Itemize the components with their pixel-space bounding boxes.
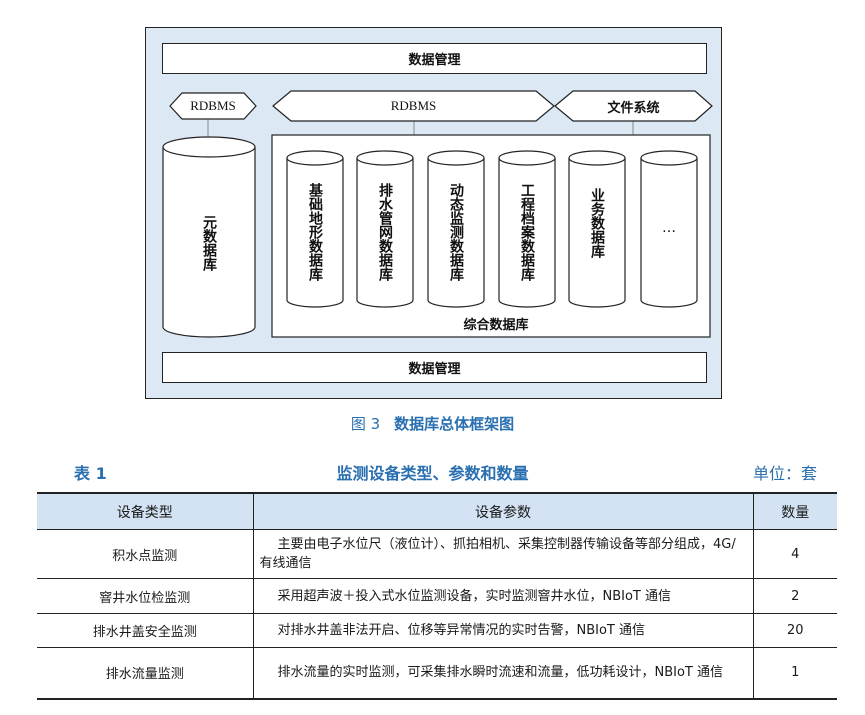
cell-quantity: 1 [752, 647, 837, 700]
db-label-engineering-archive: 工程档案数据库 [519, 183, 535, 281]
top-data-management-bar: 数据管理 [162, 43, 707, 74]
meta-db-label: 元数据库 [201, 215, 217, 271]
db-cylinder-6 [640, 150, 698, 308]
bottom-data-management-bar: 数据管理 [162, 352, 707, 383]
db-label-more: … [662, 220, 676, 236]
db-label-terrain: 基础地形数据库 [307, 183, 323, 281]
params-text: 主要由电子水位尺（液位计）、抓拍相机、采集控制器传输设备等部分组成，4G/有线通… [259, 537, 736, 571]
db-label-drainage-network: 排水管网数据库 [377, 183, 393, 281]
cell-equipment-params: 对排水井盖非法开启、位移等异常情况的实时告警，NBIoT 通信 [252, 613, 754, 648]
table-header-row: 设备类型 设备参数 数量 [37, 492, 837, 530]
cell-equipment-type: 排水井盖安全监测 [37, 613, 254, 648]
cell-quantity: 2 [752, 578, 837, 614]
cell-equipment-params: 主要由电子水位尺（液位计）、抓拍相机、采集控制器传输设备等部分组成，4G/有线通… [252, 529, 754, 579]
header-quantity: 数量 [752, 492, 837, 530]
table-row: 排水流量监测 排水流量的实时监测，可采集排水瞬时流速和流量，低功耗设计，NBIo… [37, 647, 837, 700]
cell-equipment-type: 积水点监测 [37, 529, 254, 579]
db-cylinder-2 [356, 150, 414, 308]
cell-equipment-type: 窨井水位检监测 [37, 578, 254, 614]
table-title-row: 监测设备类型、参数和数量 表 1 单位：套 [0, 458, 865, 483]
figure-title: 数据库总体框架图 [394, 415, 515, 433]
database-framework-figure: 数据管理 数据管理 RDBMS RDBMS 文件系统 元数据库 基础地形数据库 … [145, 27, 722, 399]
integrated-db-box [271, 134, 711, 338]
hex-filesystem [554, 90, 713, 122]
table-label: 表 1 [74, 464, 107, 483]
cell-quantity: 20 [752, 613, 837, 648]
figure-number: 图 3 [350, 415, 381, 433]
table-row: 窨井水位检监测 采用超声波＋投入式水位监测设备，实时监测窨井水位，NBIoT 通… [37, 578, 837, 614]
hex-filesystem-label: 文件系统 [607, 100, 660, 116]
params-text: 采用超声波＋投入式水位监测设备，实时监测窨井水位，NBIoT 通信 [277, 588, 672, 604]
db-cylinder-5 [568, 150, 626, 308]
params-text: 排水流量的实时监测，可采集排水瞬时流速和流量，低功耗设计，NBIoT 通信 [277, 665, 724, 681]
table-unit: 单位：套 [752, 464, 817, 483]
meta-db-cylinder [162, 136, 256, 338]
header-equipment-type: 设备类型 [37, 492, 254, 530]
db-cylinder-1 [286, 150, 344, 308]
cell-equipment-params: 排水流量的实时监测，可采集排水瞬时流速和流量，低功耗设计，NBIoT 通信 [252, 647, 754, 700]
table-row: 积水点监测 主要由电子水位尺（液位计）、抓拍相机、采集控制器传输设备等部分组成，… [37, 529, 837, 579]
cell-equipment-type: 排水流量监测 [37, 647, 254, 700]
params-text: 对排水井盖非法开启、位移等异常情况的实时告警，NBIoT 通信 [277, 623, 646, 638]
db-label-business: 业务数据库 [589, 188, 605, 258]
cell-equipment-params: 采用超声波＋投入式水位监测设备，实时监测窨井水位，NBIoT 通信 [252, 578, 754, 614]
cell-quantity: 4 [752, 529, 837, 579]
header-equipment-params: 设备参数 [252, 492, 754, 530]
hex-rdbms-left-label: RDBMS [190, 98, 236, 113]
db-cylinder-4 [498, 150, 556, 308]
db-cylinder-3 [427, 150, 485, 308]
hex-rdbms-main-label: RDBMS [390, 98, 437, 113]
db-label-dynamic-monitoring: 动态监测数据库 [448, 183, 464, 281]
table-row: 排水井盖安全监测 对排水井盖非法开启、位移等异常情况的实时告警，NBIoT 通信… [37, 613, 837, 648]
table-caption: 监测设备类型、参数和数量 [336, 464, 529, 483]
monitoring-equipment-table: 设备类型 设备参数 数量 积水点监测 主要由电子水位尺（液位计）、抓拍相机、采集… [37, 492, 837, 700]
hex-rdbms-left [169, 92, 257, 120]
framework-diagram-lines [162, 90, 713, 338]
figure-caption: 图 3 数据库总体框架图 [0, 413, 865, 434]
integrated-db-label: 综合数据库 [463, 318, 529, 333]
hex-rdbms-main [272, 90, 555, 122]
